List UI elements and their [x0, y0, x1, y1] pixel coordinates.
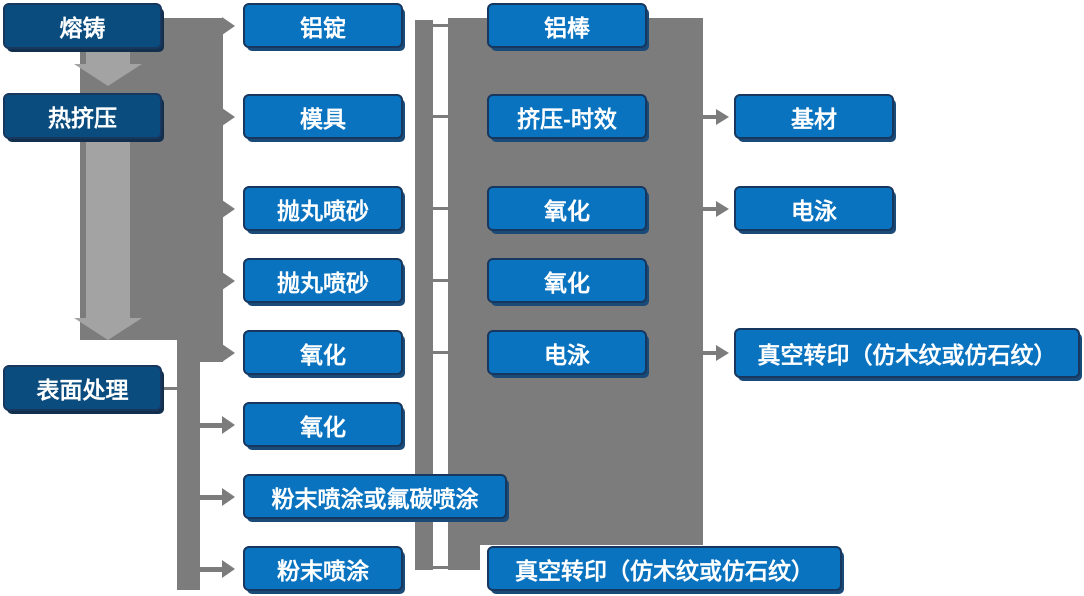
- right-arrow-row3: [222, 200, 235, 218]
- link-surface-treatment: [162, 387, 178, 390]
- node-electrophoresis-b: 电泳: [734, 186, 894, 231]
- node-vacuum-transfer-print-bottom: 真空转印（仿木纹或仿石纹）: [487, 546, 842, 591]
- right-arrow-row2: [222, 108, 235, 126]
- right-arrow-row8-shaft: [198, 567, 224, 572]
- arrow-vacuum-transfer-shaft: [701, 351, 717, 355]
- down-arrow-2-shaft: [86, 141, 130, 319]
- node-powder-or-fluorocarbon-spray: 粉末喷涂或氟碳喷涂: [243, 474, 507, 519]
- arrow-vacuum-transfer: [716, 345, 729, 361]
- node-extrusion-aging: 挤压-时效: [487, 94, 647, 139]
- right-arrow-row8: [222, 560, 235, 578]
- node-hot-extrusion: 热挤压: [3, 93, 162, 139]
- node-vacuum-transfer-print-right: 真空转印（仿木纹或仿石纹）: [734, 328, 1080, 378]
- node-oxidation-a1: 氧化: [243, 330, 403, 375]
- arrow-electrophoresis: [716, 201, 729, 217]
- node-oxidation-b1: 氧化: [487, 186, 647, 231]
- connector-surface-bar: [177, 340, 200, 590]
- node-powder-spray: 粉末喷涂: [243, 546, 403, 591]
- down-arrow-1-head: [74, 64, 142, 86]
- node-oxidation-b2: 氧化: [487, 258, 647, 303]
- node-shot-blasting-2: 抛丸喷砂: [243, 258, 403, 303]
- node-melting: 熔铸: [3, 3, 162, 49]
- node-surface-treatment: 表面处理: [3, 365, 162, 411]
- node-shot-blasting-1: 抛丸喷砂: [243, 186, 403, 231]
- arrow-substrate-shaft: [701, 115, 717, 119]
- right-arrow-row4: [222, 272, 235, 290]
- node-aluminum-ingot: 铝锭: [243, 3, 403, 48]
- link-row4: [430, 279, 450, 282]
- node-electrophoresis-a: 电泳: [487, 330, 647, 375]
- link-row3: [430, 207, 450, 210]
- node-aluminum-rod: 铝棒: [487, 3, 647, 48]
- node-mold: 模具: [243, 94, 403, 139]
- link-row5: [430, 351, 450, 354]
- right-arrow-row7: [222, 488, 235, 506]
- arrow-substrate: [716, 109, 729, 125]
- link-row8: [430, 566, 450, 569]
- link-row2: [430, 115, 450, 118]
- right-arrow-row1: [222, 17, 235, 35]
- connector-mid-bar: [415, 20, 433, 570]
- node-oxidation-a2: 氧化: [243, 402, 403, 447]
- connector-col3-block-leg: [448, 545, 480, 570]
- right-arrow-row6: [222, 416, 235, 434]
- link-row1: [430, 24, 450, 27]
- right-arrow-row7-shaft: [198, 495, 224, 500]
- right-arrow-row5: [222, 344, 235, 362]
- node-substrate: 基材: [734, 94, 894, 139]
- arrow-electrophoresis-shaft: [701, 207, 717, 211]
- down-arrow-2-head: [74, 318, 142, 340]
- right-arrow-row6-shaft: [198, 423, 224, 428]
